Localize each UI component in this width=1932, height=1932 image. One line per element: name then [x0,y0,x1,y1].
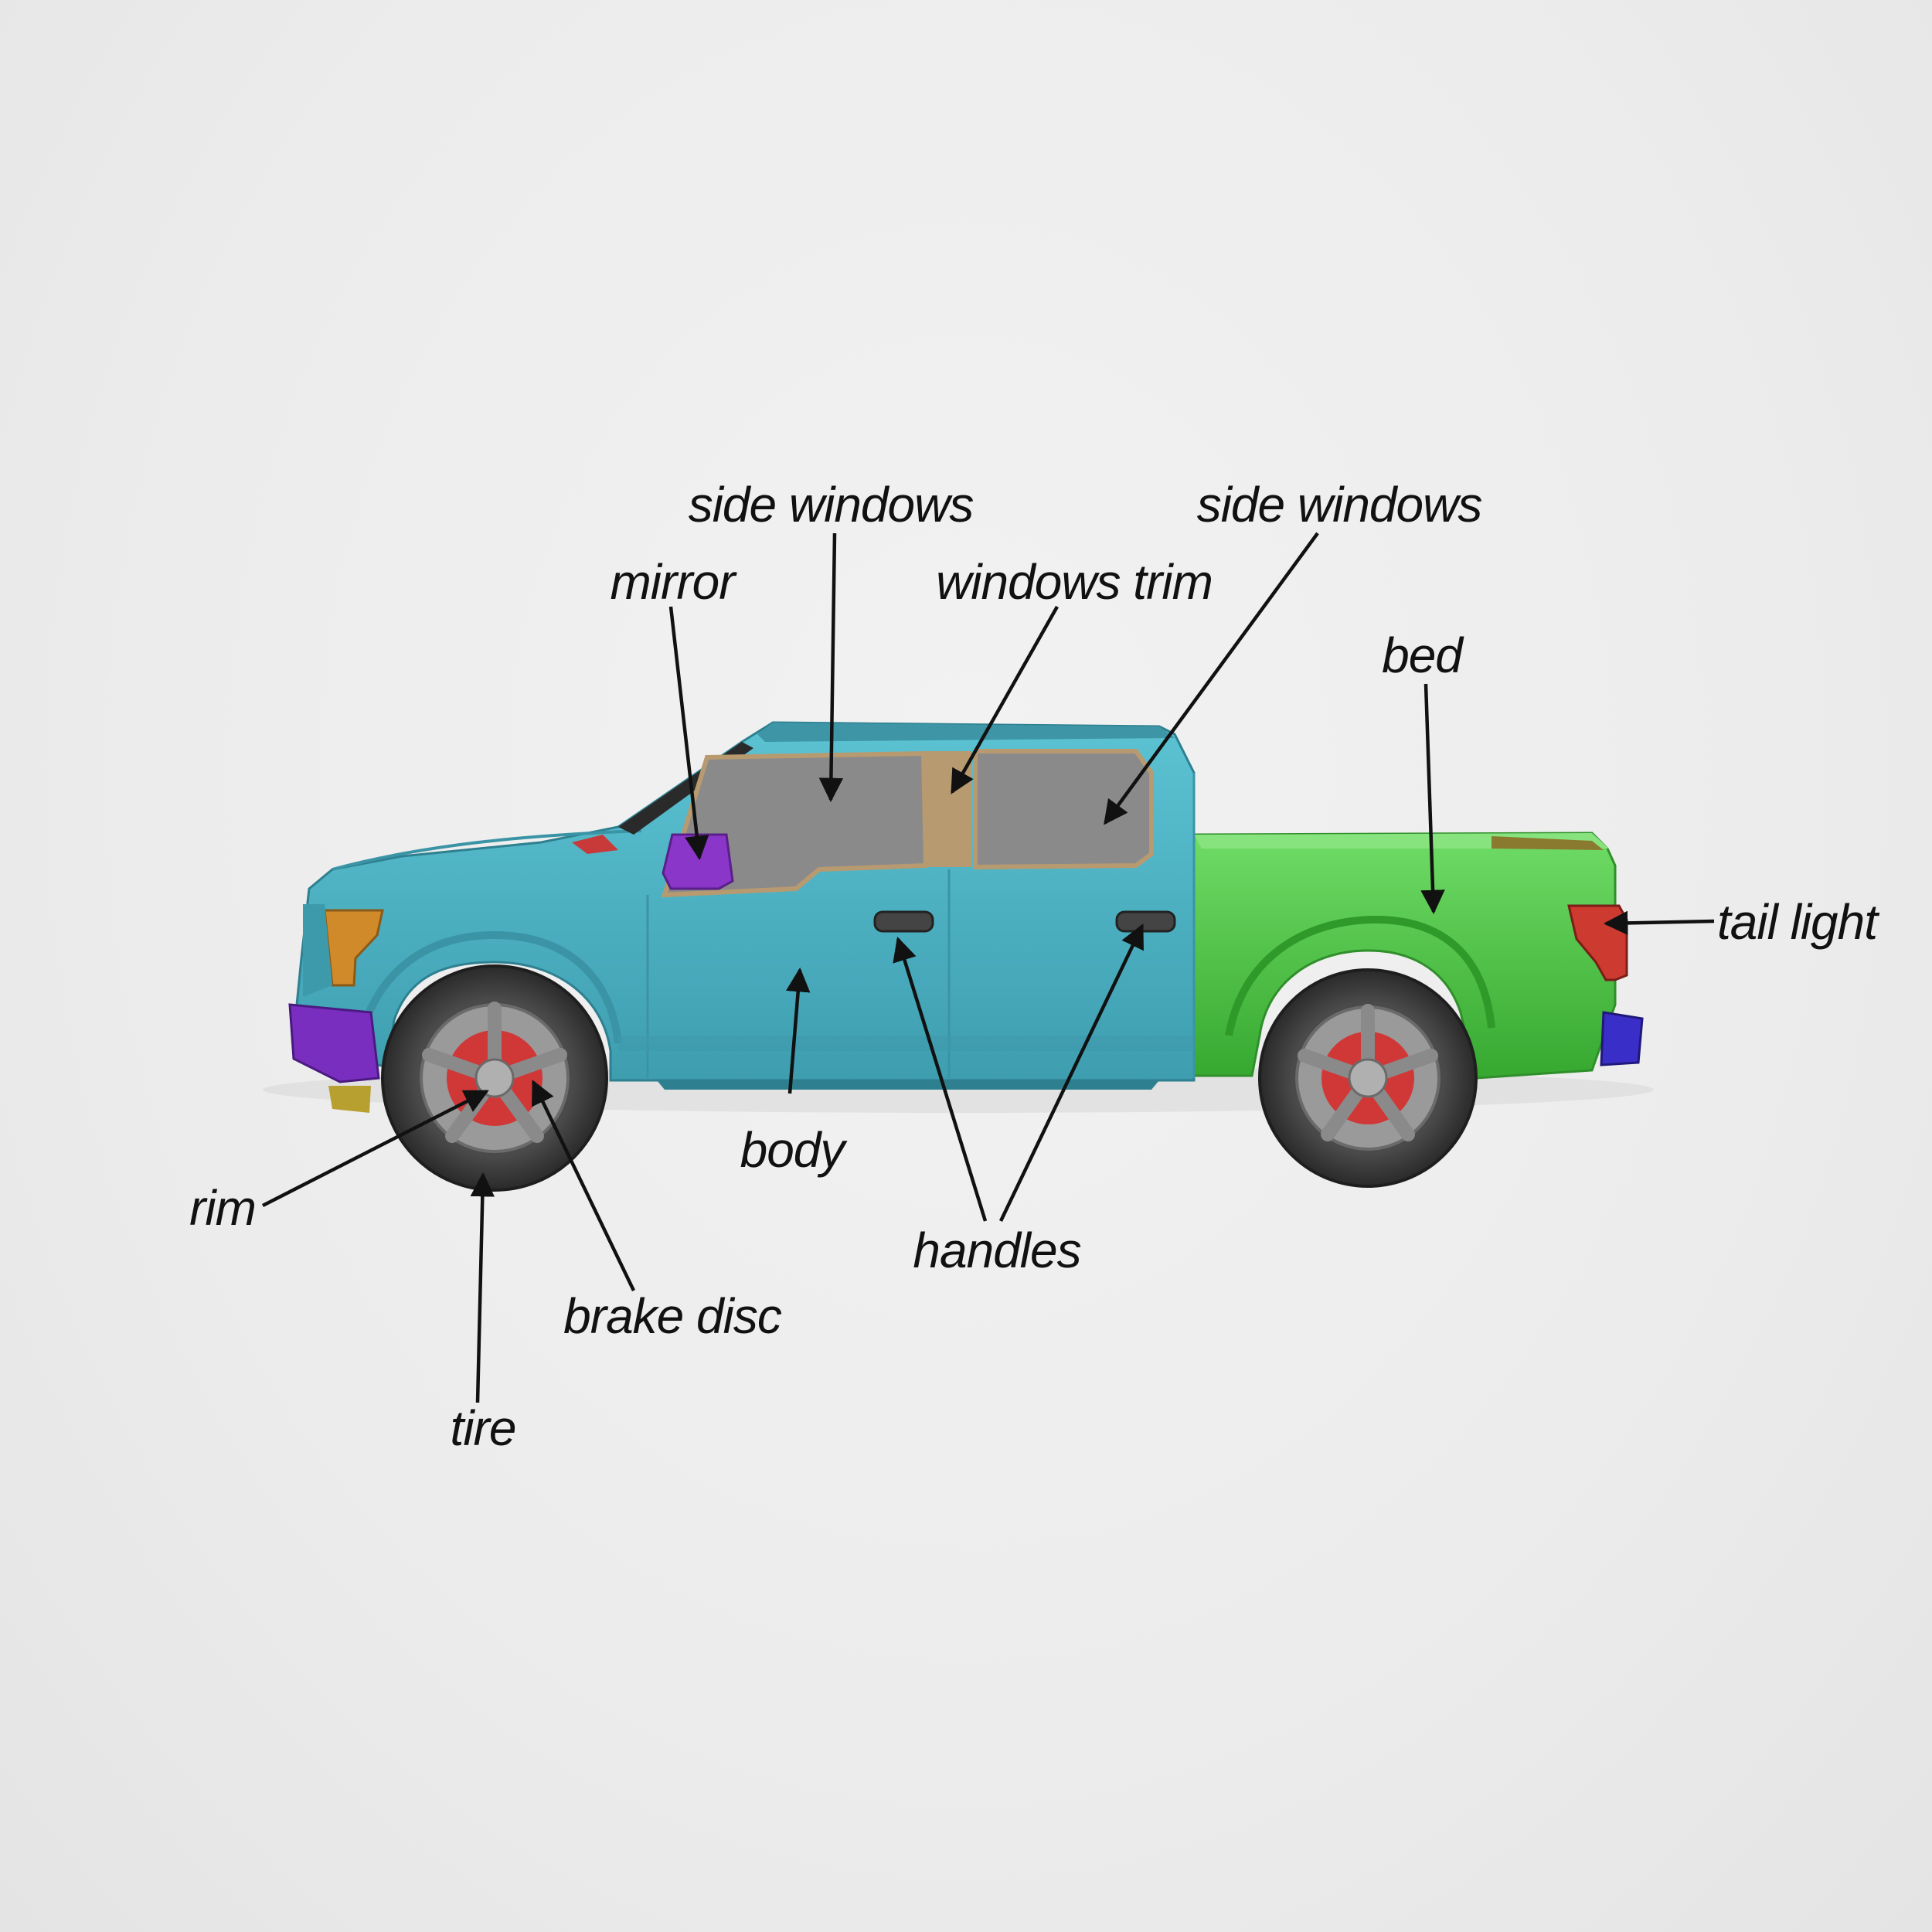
label-rim: rim [189,1180,256,1236]
callout-arrows [261,532,1715,1403]
arrow-side-windows-rear [1104,532,1319,825]
label-handles: handles [913,1223,1080,1278]
label-brake-disc: brake disc [563,1288,782,1344]
label-mirror: mirror [610,554,737,610]
mirror [662,833,734,890]
label-side-windows-front: side windows [689,477,974,532]
label-bed: bed [1382,628,1464,683]
label-tail-light: tail light [1717,894,1879,950]
labels: side windows mirror windows trim side wi… [189,477,1880,1456]
rear-wheel [1258,968,1478,1188]
rear-bumper [1600,1011,1644,1066]
label-side-windows-rear: side windows [1197,477,1482,532]
side-windows-rear [973,749,1154,870]
arrow-rim [261,1089,489,1208]
label-tire: tire [451,1400,516,1456]
arrow-body [786,967,811,1094]
bed [1192,832,1617,1080]
arrow-mirror [668,606,709,861]
truck [263,721,1654,1192]
arrow-handle-front [893,936,988,1222]
handle-front [873,910,934,933]
front-wheel [381,964,608,1192]
label-body: body [740,1122,849,1178]
handle-rear [1115,910,1176,933]
label-windows-trim: windows trim [936,554,1213,610]
arrow-tire [470,1172,495,1403]
front-bumper [288,1003,380,1083]
arrow-handle-rear [998,923,1145,1222]
arrow-bed [1420,683,1445,915]
arrow-brake-disc [531,1080,636,1291]
arrow-windows-trim [951,605,1059,794]
arrow-side-windows-front [818,532,844,803]
arrow-tail-light [1603,910,1715,936]
